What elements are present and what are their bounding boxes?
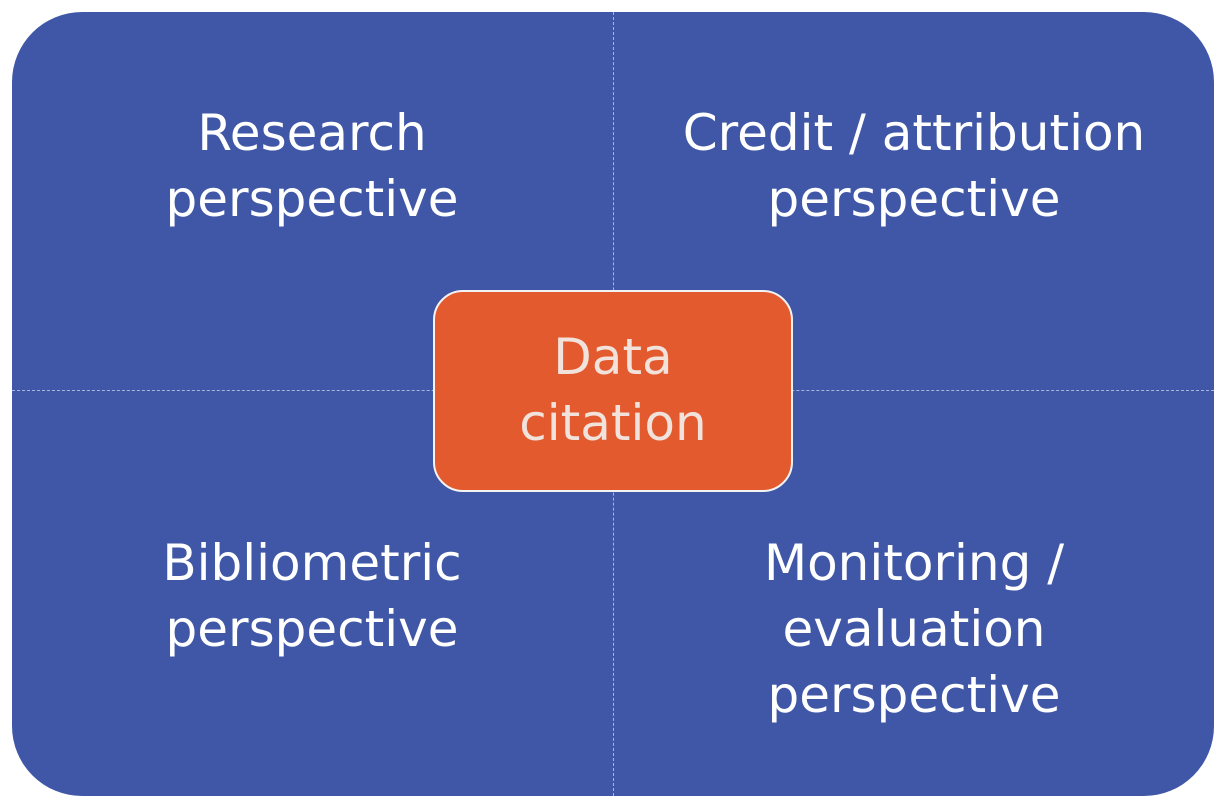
quadrant-label-line: Credit / attribution bbox=[682, 104, 1146, 162]
center-label-line: Data bbox=[553, 328, 673, 386]
center-label-line: citation bbox=[519, 394, 707, 452]
quadrant-monitoring-evaluation-perspective: Monitoring / evaluation perspective bbox=[614, 530, 1214, 728]
quadrant-label-line: perspective bbox=[165, 600, 459, 658]
quadrant-research-perspective: Research perspective bbox=[12, 100, 612, 232]
quadrant-credit-attribution-perspective: Credit / attribution perspective bbox=[614, 100, 1214, 232]
quadrant-bibliometric-perspective: Bibliometric perspective bbox=[12, 530, 612, 662]
quadrant-label-line: perspective bbox=[165, 170, 459, 228]
quadrant-label-line: Monitoring / bbox=[763, 534, 1065, 592]
quadrant-label-line: Research bbox=[197, 104, 427, 162]
quadrant-label-line: Bibliometric bbox=[162, 534, 462, 592]
quadrant-label-line: perspective bbox=[767, 170, 1061, 228]
diagram-panel: Research perspective Credit / attributio… bbox=[12, 12, 1214, 796]
quadrant-label-line: perspective bbox=[767, 666, 1061, 724]
quadrant-label-line: evaluation bbox=[782, 600, 1046, 658]
center-data-citation-box: Data citation bbox=[433, 290, 793, 492]
